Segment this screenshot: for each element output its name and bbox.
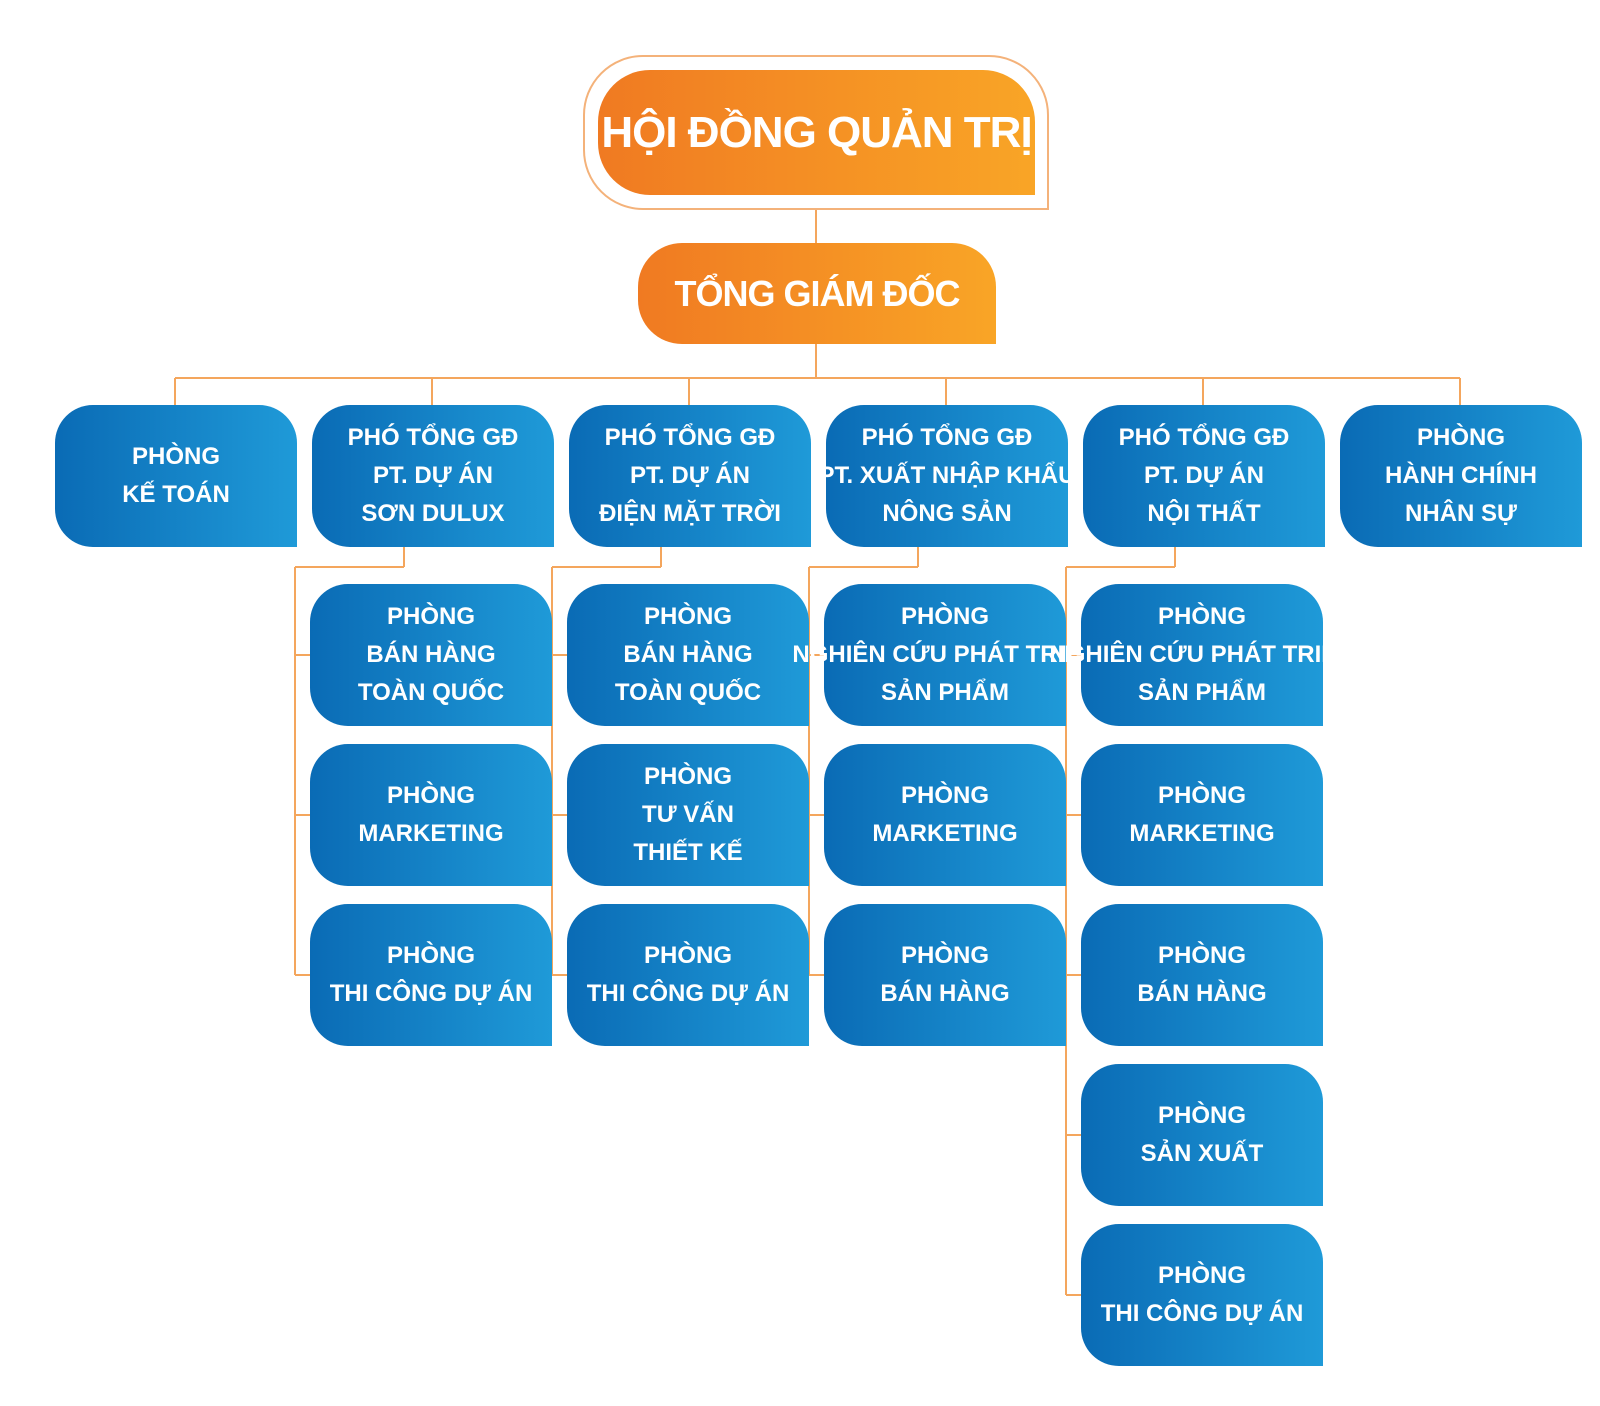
unit-label-line: NHÂN SỰ [1405, 500, 1517, 527]
department-box: PHÒNG MARKETING [1081, 744, 1323, 886]
unit-label-line: MARKETING [872, 820, 1018, 847]
unit-label-line: PHÒNG [1157, 1262, 1246, 1289]
unit-label-line: PHÒNG [1157, 1102, 1246, 1129]
unit-label-line: PHÒNG [131, 443, 220, 470]
unit-label-line: SẢN XUẤT [1140, 1140, 1264, 1167]
department-box: PHÒNG BÁN HÀNG [824, 904, 1066, 1046]
unit-label-line: THIẾT KẾ [633, 839, 743, 866]
unit-label-line: PHÒNG [643, 763, 732, 790]
unit-label-line: PHÒNG [1416, 424, 1505, 451]
unit-label-line: BÁN HÀNG [880, 980, 1010, 1007]
department-box: PHÒNG MARKETING [310, 744, 552, 886]
unit-label-line: TƯ VẤN [642, 801, 734, 828]
unit-label-line: PHÒNG [900, 782, 989, 809]
department-box: PHÒNG NGHIÊN CỨU PHÁT TRIỂN SẢN PHẨM [1049, 584, 1355, 726]
board-box: HỘI ĐỒNG QUẢN TRỊ [598, 70, 1035, 195]
ceo-label: TỔNG GIÁM ĐỐC [674, 272, 961, 314]
unit-label-line: BÁN HÀNG [623, 641, 753, 668]
unit-label-line: PHÓ TỔNG GĐ [861, 424, 1033, 451]
unit-label-line: KẾ TOÁN [122, 481, 230, 508]
unit-label-line: PHÒNG [643, 603, 732, 630]
unit-box: PHÒNG KẾ TOÁN [55, 405, 297, 547]
department-box: PHÒNG BÁN HÀNG TOÀN QUỐC [310, 584, 552, 726]
unit-label-line: PT. DỰ ÁN [373, 462, 493, 489]
unit-label-line: ĐIỆN MẶT TRỜI [599, 500, 781, 527]
unit-box: PHÒNG HÀNH CHÍNH NHÂN SỰ [1340, 405, 1582, 547]
unit-label-line: PHÒNG [900, 942, 989, 969]
unit-label-line: PHÒNG [386, 942, 475, 969]
unit-label-line: NGHIÊN CỨU PHÁT TRIỂN [792, 641, 1098, 668]
unit-label-line: THI CÔNG DỰ ÁN [329, 980, 533, 1007]
unit-label-line: PHÓ TỔNG GĐ [604, 424, 776, 451]
unit-label-line: THI CÔNG DỰ ÁN [586, 980, 790, 1007]
unit-label-line: PHÓ TỔNG GĐ [347, 424, 519, 451]
department-box: PHÒNG THI CÔNG DỰ ÁN [1081, 1224, 1323, 1366]
unit-label-line: PT. DỰ ÁN [1144, 462, 1264, 489]
unit-label-line: PHÒNG [643, 942, 732, 969]
unit-label-line: PHÒNG [1157, 603, 1246, 630]
unit-label-line: TOÀN QUỐC [357, 679, 505, 706]
unit-label-line: PHÒNG [1157, 942, 1246, 969]
unit-label-line: NỘI THẤT [1147, 500, 1261, 527]
unit-label-line: NÔNG SẢN [882, 500, 1012, 527]
department-box: PHÒNG SẢN XUẤT [1081, 1064, 1323, 1206]
unit-label-line: NGHIÊN CỨU PHÁT TRIỂN [1049, 641, 1355, 668]
unit-label-line: PHÓ TỔNG GĐ [1118, 424, 1290, 451]
department-box: PHÒNG BÁN HÀNG TOÀN QUỐC [567, 584, 809, 726]
unit-label-line: PHÒNG [386, 603, 475, 630]
unit-label-line: SƠN DULUX [361, 500, 505, 527]
department-box: PHÒNG THI CÔNG DỰ ÁN [567, 904, 809, 1046]
unit-box: PHÓ TỔNG GĐ PT. DỰ ÁN ĐIỆN MẶT TRỜI [569, 405, 811, 547]
department-box: PHÒNG NGHIÊN CỨU PHÁT TRIỂN SẢN PHẨM [792, 584, 1098, 726]
department-box: PHÒNG BÁN HÀNG [1081, 904, 1323, 1046]
unit-label-line: SẢN PHẨM [1137, 679, 1266, 706]
unit-label-line: HÀNH CHÍNH [1385, 462, 1537, 489]
unit-box: PHÓ TỔNG GĐ PT. DỰ ÁN NỘI THẤT [1083, 405, 1325, 547]
unit-box: PHÓ TỔNG GĐ PT. XUẤT NHẬP KHẨU NÔNG SẢN [819, 405, 1075, 547]
board-label: HỘI ĐỒNG QUẢN TRỊ [601, 107, 1032, 157]
unit-label-line: PHÒNG [1157, 782, 1246, 809]
department-box: PHÒNG MARKETING [824, 744, 1066, 886]
unit-label-line: BÁN HÀNG [1137, 980, 1267, 1007]
unit-label-line: MARKETING [358, 820, 504, 847]
unit-box: PHÓ TỔNG GĐ PT. DỰ ÁN SƠN DULUX [312, 405, 554, 547]
department-box: PHÒNG TƯ VẤN THIẾT KẾ [567, 744, 809, 886]
unit-label-line: TOÀN QUỐC [614, 679, 762, 706]
unit-label-line: PT. DỰ ÁN [630, 462, 750, 489]
unit-label-line: PT. XUẤT NHẬP KHẨU [818, 462, 1076, 489]
unit-label-line: BÁN HÀNG [366, 641, 496, 668]
unit-label-line: MARKETING [1129, 820, 1275, 847]
unit-label-line: PHÒNG [900, 603, 989, 630]
department-box: PHÒNG THI CÔNG DỰ ÁN [310, 904, 552, 1046]
unit-label-line: THI CÔNG DỰ ÁN [1100, 1300, 1304, 1327]
board-frame [583, 55, 1049, 210]
unit-label-line: PHÒNG [386, 782, 475, 809]
unit-label-line: SẢN PHẨM [880, 679, 1009, 706]
ceo-box: TỔNG GIÁM ĐỐC [638, 243, 996, 344]
